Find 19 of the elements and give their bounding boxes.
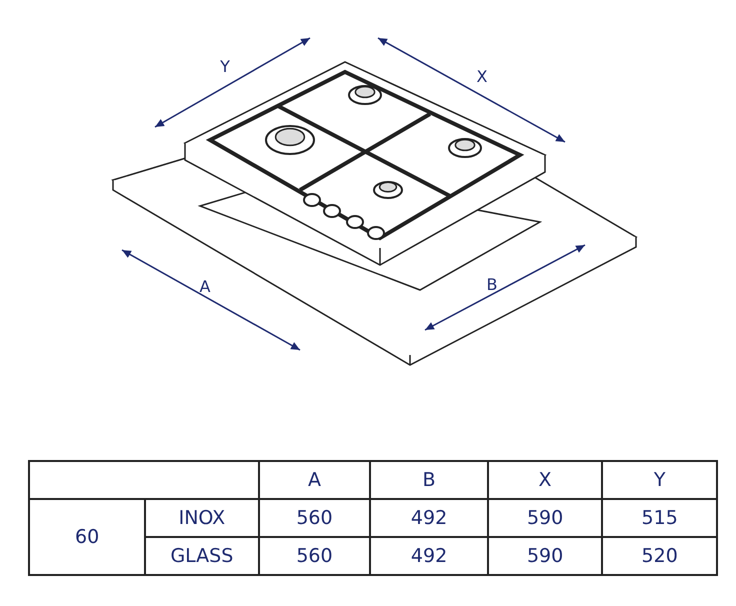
- row-header: INOX: [178, 507, 226, 529]
- table-value: 515: [642, 507, 678, 529]
- column-header: X: [538, 469, 552, 491]
- table-value: 560: [296, 507, 333, 529]
- row-header: GLASS: [170, 545, 234, 567]
- column-header: A: [308, 469, 321, 491]
- dimension-label: A: [200, 277, 210, 296]
- dimension-label: Y: [220, 57, 230, 76]
- table-value: 492: [410, 545, 448, 567]
- dimension-label: B: [486, 275, 498, 294]
- table-value: 590: [526, 507, 564, 529]
- table-value: 560: [296, 545, 333, 567]
- table-value: 492: [410, 507, 448, 529]
- column-header: Y: [654, 469, 666, 491]
- dimension-label: X: [476, 67, 488, 86]
- table-value: 590: [526, 545, 564, 567]
- column-header: B: [422, 469, 436, 491]
- table-value: 520: [642, 545, 678, 567]
- row-header: 60: [74, 526, 100, 548]
